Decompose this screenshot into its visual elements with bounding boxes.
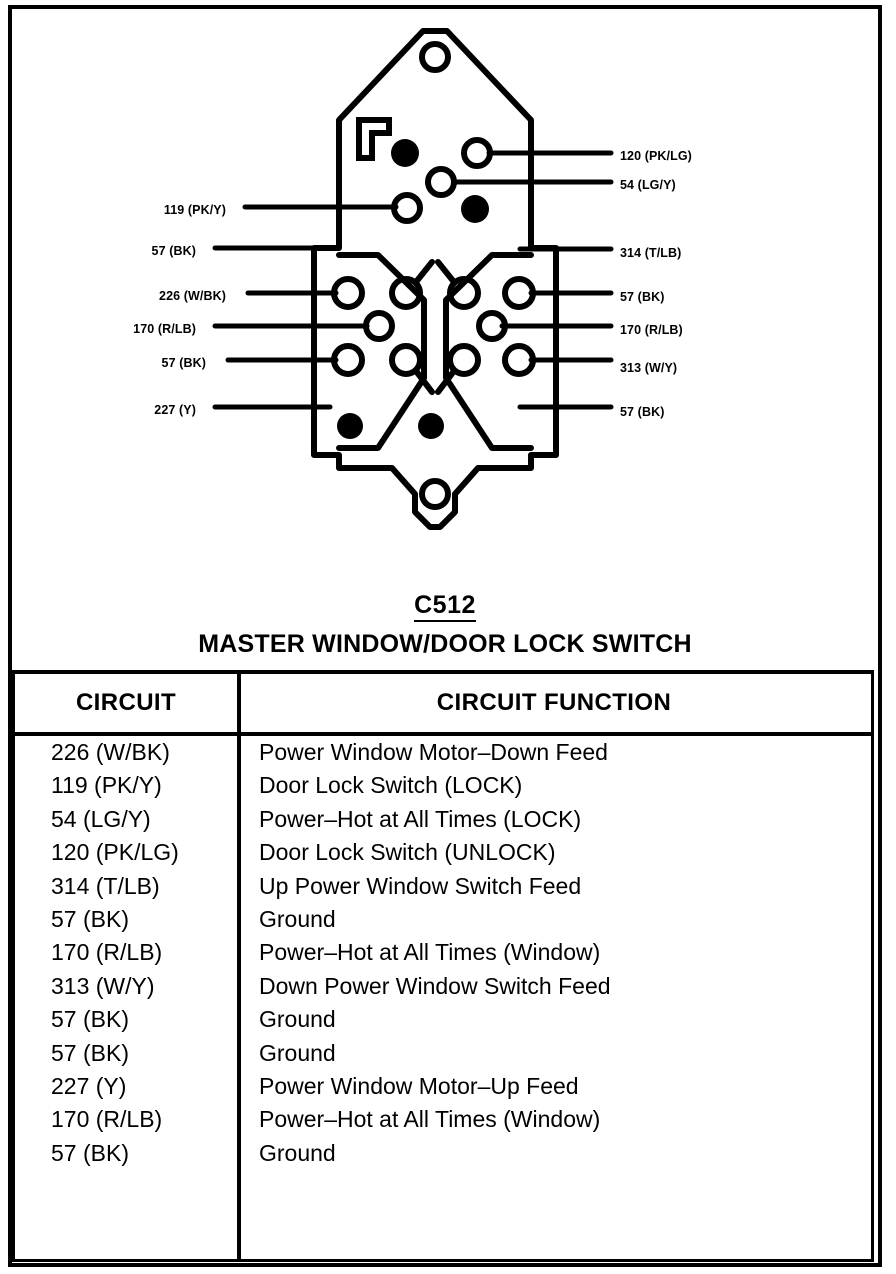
cell-circuit-function: Power–Hot at All Times (Window) — [259, 1106, 601, 1133]
header-circuit: CIRCUIT — [75, 689, 177, 716]
cell-circuit-function: Ground — [259, 1139, 336, 1166]
cell-circuit: 120 (PK/LG) — [51, 839, 179, 866]
cavity-top — [419, 41, 451, 73]
cavity-120 — [461, 137, 493, 169]
cavity-57br — [447, 343, 481, 377]
cell-circuit: 57 (BK) — [51, 905, 129, 932]
lead-label-54-lg-y: 54 (LG/Y) — [620, 178, 676, 192]
cavity-57r — [502, 276, 536, 310]
lower-left-pocket — [336, 252, 427, 451]
cell-circuit-function: Up Power Window Switch Feed — [259, 872, 582, 899]
cell-circuit-function: Power–Hot at All Times (LOCK) — [259, 805, 582, 832]
table-row: 57 (BK) Ground — [15, 1003, 871, 1036]
lead-label-226-w-bk: 226 (W/BK) — [159, 289, 226, 303]
table-row: 57 (BK) Ground — [15, 1037, 871, 1070]
cavity-227l — [389, 343, 423, 377]
table-row: 54 (LG/Y) Power–Hot at All Times (LOCK) — [15, 803, 871, 836]
cell-circuit: 54 (LG/Y) — [51, 805, 151, 832]
connector-cavities — [331, 41, 536, 510]
lead-label-57-bk-left-2: 57 (BK) — [161, 356, 206, 370]
table-row: 57 (BK) Ground — [15, 1137, 871, 1170]
cavity-57l — [331, 343, 365, 377]
table-row: 226 (W/BK) Power Window Motor–Down Feed — [15, 736, 871, 769]
cavity-314l — [389, 276, 423, 310]
cell-circuit: 57 (BK) — [51, 1039, 129, 1066]
lower-right-pocket — [443, 252, 534, 451]
cell-circuit: 57 (BK) — [51, 1139, 129, 1166]
table-header-row: CIRCUIT CIRCUIT FUNCTION — [15, 674, 871, 736]
table-row: 314 (T/LB) Up Power Window Switch Feed — [15, 870, 871, 903]
cell-circuit: 57 (BK) — [51, 1006, 129, 1033]
circuit-table: CIRCUIT CIRCUIT FUNCTION 226 (W/BK) Power… — [12, 670, 874, 1262]
cell-circuit: 314 (T/LB) — [51, 872, 160, 899]
page-border — [8, 5, 882, 1267]
lead-label-119-pk-y: 119 (PK/Y) — [163, 203, 226, 217]
lead-label-57-bk-left-1: 57 (BK) — [151, 244, 196, 258]
lead-label-57-bk-right-1: 57 (BK) — [620, 290, 665, 304]
connector-title: MASTER WINDOW/DOOR LOCK SWITCH — [198, 630, 692, 658]
table-row: 170 (R/LB) Power–Hot at All Times (Window… — [15, 936, 871, 969]
cavity-170l — [363, 310, 395, 342]
cell-circuit: 313 (W/Y) — [51, 972, 155, 999]
lead-label-120-pk-lg: 120 (PK/LG) — [620, 149, 692, 163]
cell-circuit-function: Down Power Window Switch Feed — [259, 972, 611, 999]
left-leader-lines — [212, 204, 399, 410]
lead-label-313-w-y: 313 (W/Y) — [620, 361, 678, 375]
cell-circuit: 119 (PK/Y) — [51, 772, 162, 799]
table-row: 119 (PK/Y) Door Lock Switch (LOCK) — [15, 769, 871, 802]
table-row: 170 (R/LB) Power–Hot at All Times (Window… — [15, 1103, 871, 1136]
connector-face-view — [212, 28, 614, 530]
cell-circuit-function: Power–Hot at All Times (Window) — [259, 939, 601, 966]
right-leader-lines — [453, 150, 614, 410]
lead-label-57-bk-right-2: 57 (BK) — [620, 405, 665, 419]
polarizing-key-icon — [356, 117, 392, 161]
cell-circuit-function: Power Window Motor–Up Feed — [259, 1072, 579, 1099]
cell-circuit-function: Door Lock Switch (LOCK) — [259, 772, 523, 799]
lead-label-314-t-lb: 314 (T/LB) — [620, 246, 682, 260]
lead-label-170-r-lb-left: 170 (R/LB) — [133, 322, 196, 336]
table-row: 120 (PK/LG) Door Lock Switch (UNLOCK) — [15, 836, 871, 869]
cell-circuit: 170 (R/LB) — [51, 939, 163, 966]
cell-circuit-function: Power Window Motor–Down Feed — [259, 739, 608, 765]
connector-diagram-pane: 119 (PK/Y) 57 (BK) 226 (W/BK) 170 (R/LB)… — [8, 5, 882, 668]
connector-id-text: C512 — [414, 591, 476, 622]
connector-id: C512 — [8, 591, 882, 622]
cavity-54 — [425, 166, 457, 198]
blocked-pins — [337, 139, 489, 439]
cell-circuit-function: Ground — [259, 905, 336, 932]
table-row: 313 (W/Y) Down Power Window Switch Feed — [15, 970, 871, 1003]
cell-circuit: 227 (Y) — [51, 1072, 127, 1099]
cavity-170r — [476, 310, 508, 342]
table-row: 227 (Y) Power Window Motor–Up Feed — [15, 1070, 871, 1103]
cell-circuit: 170 (R/LB) — [51, 1106, 163, 1133]
table-column-divider — [237, 674, 241, 1259]
lead-label-227-y: 227 (Y) — [154, 403, 196, 417]
cell-circuit-function: Ground — [259, 1039, 336, 1066]
blocked-pin-3 — [337, 413, 363, 439]
cavity-119 — [391, 192, 423, 224]
cavity-313r — [502, 343, 536, 377]
cavity-226 — [331, 276, 365, 310]
table-row: 57 (BK) Ground — [15, 903, 871, 936]
cell-circuit-function: Door Lock Switch (UNLOCK) — [259, 839, 556, 866]
blocked-pin-1 — [391, 139, 419, 167]
blocked-pin-4 — [418, 413, 444, 439]
cell-circuit: 226 (W/BK) — [51, 739, 170, 765]
lead-label-170-r-lb-right: 170 (R/LB) — [620, 323, 683, 337]
cell-circuit-function: Ground — [259, 1006, 336, 1033]
cavity-bottom — [419, 478, 451, 510]
cavity-314r — [447, 276, 481, 310]
header-circuit-function: CIRCUIT FUNCTION — [436, 689, 672, 716]
cavity-stubs — [413, 259, 457, 395]
table-body: 226 (W/BK) Power Window Motor–Down Feed 11… — [15, 736, 871, 1170]
blocked-pin-2 — [461, 195, 489, 223]
